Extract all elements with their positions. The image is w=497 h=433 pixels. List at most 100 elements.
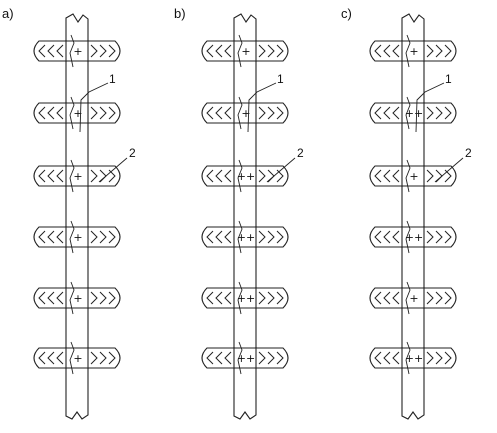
- chevron-left-mark: [206, 230, 214, 244]
- crack-line: [405, 281, 411, 315]
- chevron-right-mark: [444, 44, 452, 58]
- chevron-left-mark: [374, 169, 382, 183]
- leader-line: [434, 157, 464, 183]
- shaft-overlay: [234, 289, 256, 307]
- chevron-left-mark: [47, 44, 55, 58]
- chevron-left-mark: [56, 230, 64, 244]
- chevron-left-mark: [224, 44, 232, 58]
- chevron-left-mark: [392, 169, 400, 183]
- chevron-left-mark: [392, 106, 400, 120]
- crack-line: [69, 281, 75, 315]
- chevron-right-mark: [426, 106, 434, 120]
- chevron-left-mark: [56, 169, 64, 183]
- callout-2: 2: [266, 146, 304, 183]
- chevron-right-mark: [435, 291, 443, 305]
- crack-line: [237, 341, 243, 375]
- chevron-right-mark: [426, 44, 434, 58]
- chevron-left-mark: [224, 291, 232, 305]
- chevron-left-mark: [47, 351, 55, 365]
- callout-label: 2: [465, 146, 472, 160]
- chevron-left-mark: [383, 106, 391, 120]
- shaft-overlay: [402, 104, 424, 122]
- callout-label: 1: [109, 72, 116, 86]
- crack-line: [405, 341, 411, 375]
- chevron-left-mark: [224, 230, 232, 244]
- stirrup-ring: +: [33, 220, 121, 254]
- callout-2: 2: [98, 146, 136, 183]
- ring-mark: +: [73, 292, 82, 305]
- chevron-left-mark: [206, 351, 214, 365]
- chevron-left-mark: [206, 291, 214, 305]
- chevron-left-mark: [38, 169, 46, 183]
- crack-line: [237, 220, 243, 254]
- crack-line: [69, 96, 75, 130]
- chevron-right-mark: [90, 351, 98, 365]
- ring-mark: +: [73, 231, 82, 244]
- chevron-left-mark: [374, 44, 382, 58]
- shaft-overlay: [402, 349, 424, 367]
- chevron-left-mark: [47, 230, 55, 244]
- crack-line: [237, 96, 243, 130]
- chevron-right-mark: [90, 44, 98, 58]
- shaft-overlay: [66, 228, 88, 246]
- chevron-right-mark: [258, 291, 266, 305]
- ring-mark: ++: [405, 352, 423, 365]
- ring-mark: +: [73, 107, 82, 120]
- shaft-overlay: [402, 167, 424, 185]
- callout-label: 2: [297, 146, 304, 160]
- chevron-left-mark: [215, 44, 223, 58]
- leader-line: [415, 82, 445, 133]
- stirrup-ring: +: [369, 281, 457, 315]
- chevron-right-mark: [108, 106, 116, 120]
- chevron-left-mark: [383, 169, 391, 183]
- chevron-left-mark: [383, 291, 391, 305]
- chevron-right-mark: [108, 291, 116, 305]
- stirrup-ring: +: [201, 96, 289, 130]
- chevron-right-mark: [99, 291, 107, 305]
- chevron-right-mark: [258, 44, 266, 58]
- shaft-overlay: [66, 167, 88, 185]
- ring-mark: ++: [405, 107, 423, 120]
- chevron-left-mark: [374, 106, 382, 120]
- panel-label: b): [174, 6, 186, 21]
- chevron-right-mark: [276, 106, 284, 120]
- panel-label: a): [2, 6, 14, 21]
- stirrup-ring: ++: [201, 220, 289, 254]
- chevron-left-mark: [38, 351, 46, 365]
- shaft-overlay: [234, 349, 256, 367]
- chevron-left-mark: [392, 351, 400, 365]
- leader-line: [79, 82, 109, 133]
- chevron-left-mark: [215, 169, 223, 183]
- ring-mark: ++: [237, 170, 255, 183]
- chevron-left-mark: [47, 291, 55, 305]
- ring-mark: ++: [405, 231, 423, 244]
- chevron-left-mark: [56, 291, 64, 305]
- chevron-right-mark: [267, 291, 275, 305]
- chevron-right-mark: [444, 106, 452, 120]
- chevron-right-mark: [258, 169, 266, 183]
- chevron-right-mark: [435, 351, 443, 365]
- stirrup-ring: ++: [369, 96, 457, 130]
- chevron-right-mark: [276, 291, 284, 305]
- chevron-right-mark: [426, 169, 434, 183]
- chevron-right-mark: [276, 230, 284, 244]
- ring-mark: ++: [237, 231, 255, 244]
- callout-label: 1: [277, 72, 284, 86]
- chevron-right-mark: [267, 44, 275, 58]
- chevron-left-mark: [392, 44, 400, 58]
- stirrup-ring: ++: [201, 281, 289, 315]
- chevron-left-mark: [56, 351, 64, 365]
- ring-mark: +: [241, 107, 250, 120]
- callout-1: 1: [247, 72, 284, 133]
- chevron-right-mark: [267, 230, 275, 244]
- callout-label: 1: [445, 72, 452, 86]
- stirrup-ring: +: [33, 341, 121, 375]
- chevron-left-mark: [374, 351, 382, 365]
- chevron-right-mark: [276, 351, 284, 365]
- chevron-right-mark: [435, 106, 443, 120]
- callout-1: 1: [415, 72, 452, 133]
- chevron-right-mark: [258, 106, 266, 120]
- shaft-overlay: [66, 104, 88, 122]
- chevron-right-mark: [444, 291, 452, 305]
